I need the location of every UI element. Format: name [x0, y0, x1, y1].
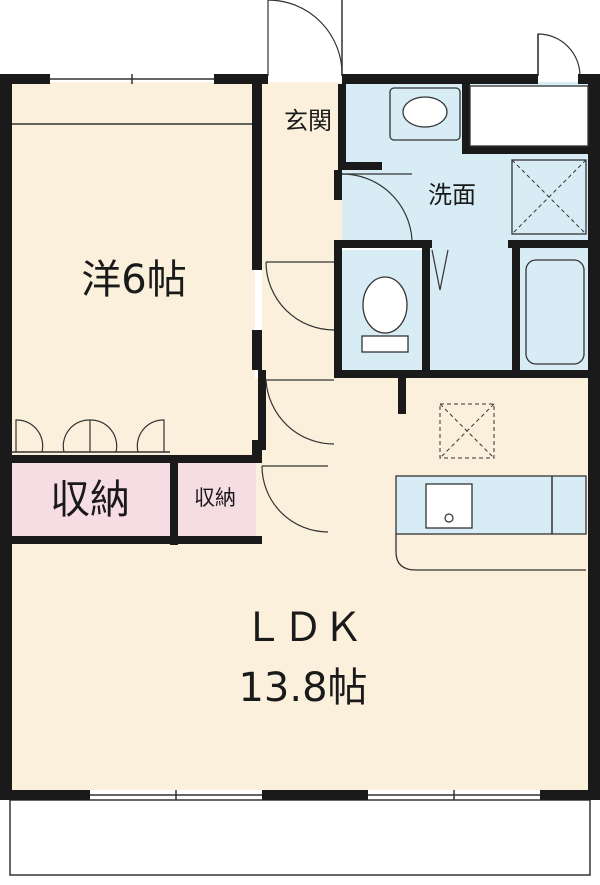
closet-small-floor: [178, 462, 256, 540]
bath-door-swing: [431, 249, 449, 291]
utility-door-swing: [537, 33, 581, 77]
outer-wall-top-mid: [214, 74, 268, 84]
entrance-label: 玄関: [284, 107, 332, 135]
washbasin-icon: [402, 96, 448, 128]
outer-wall-top-right: [342, 74, 538, 84]
western-room-label: 洋6帖: [81, 257, 186, 303]
bathtub-icon: [525, 259, 585, 365]
entrance-door-swing: [267, 0, 343, 77]
kitchen-sink-icon: [425, 483, 473, 529]
wall-stub: [398, 378, 406, 414]
wall-closet-bottom: [10, 536, 262, 544]
wall-bath-left: [512, 240, 520, 378]
wall-washroom-bottom: [334, 240, 432, 248]
outer-wall-top-left: [0, 74, 50, 84]
wall-bath-top: [508, 240, 590, 248]
washer-space-icon: [511, 159, 587, 235]
balcony: [9, 799, 591, 876]
western-room-door-swing: [265, 261, 335, 331]
kitchen-drain-icon: [444, 513, 454, 523]
wall-entrance-right: [338, 84, 346, 170]
closet-bifold-doors: [15, 419, 165, 453]
outer-wall-bottom-right: [540, 790, 600, 800]
range-hood-cross-icon: [439, 403, 495, 459]
storage-cabinet: [469, 85, 589, 147]
wall-closet-divider: [170, 455, 178, 545]
toilet-door-swing: [265, 379, 335, 445]
washer-cross-icon: [511, 159, 587, 235]
wall-toilet-right: [422, 240, 430, 378]
washroom-label: 洗面: [428, 181, 476, 209]
outer-wall-bottom-mid: [262, 790, 368, 800]
wall-hall-left-stub: [258, 370, 266, 450]
wall-wet-bottom: [334, 370, 590, 378]
wall-toilet-left: [334, 240, 342, 378]
outer-wall-top-far: [578, 74, 592, 84]
ldk-door-swing: [261, 465, 329, 533]
closet-large-label: 収納: [50, 477, 130, 523]
washroom-door-swing: [341, 173, 413, 241]
wall-washroom-right-top: [462, 84, 470, 154]
ldk-floor: [10, 378, 590, 790]
ldk-size-label: 13.8帖: [238, 665, 367, 711]
wall-washroom-left: [334, 170, 342, 200]
toilet-bowl-icon: [362, 276, 408, 334]
outer-wall-bottom-left: [0, 790, 90, 800]
kitchen-counter-edge: [395, 534, 586, 571]
wall-western-room-right: [252, 84, 262, 270]
wall-western-room-right-lower: [252, 330, 262, 370]
closet-small-label: 収納: [194, 486, 236, 510]
wall-closet-small-right: [252, 440, 262, 462]
washroom-hall-floor: [428, 244, 518, 372]
outer-wall-left: [0, 74, 12, 800]
kitchen-counter: [395, 475, 587, 535]
ldk-label: ＬＤＫ: [243, 605, 363, 651]
toilet-tank-icon: [361, 335, 409, 353]
closet-large-floor: [10, 462, 172, 540]
wall-entrance-bottom: [338, 162, 382, 170]
wall-storage-bottom: [462, 146, 590, 154]
range-hood-icon: [439, 403, 495, 459]
outer-wall-right: [588, 74, 600, 800]
wall-western-room-bottom: [10, 455, 262, 463]
